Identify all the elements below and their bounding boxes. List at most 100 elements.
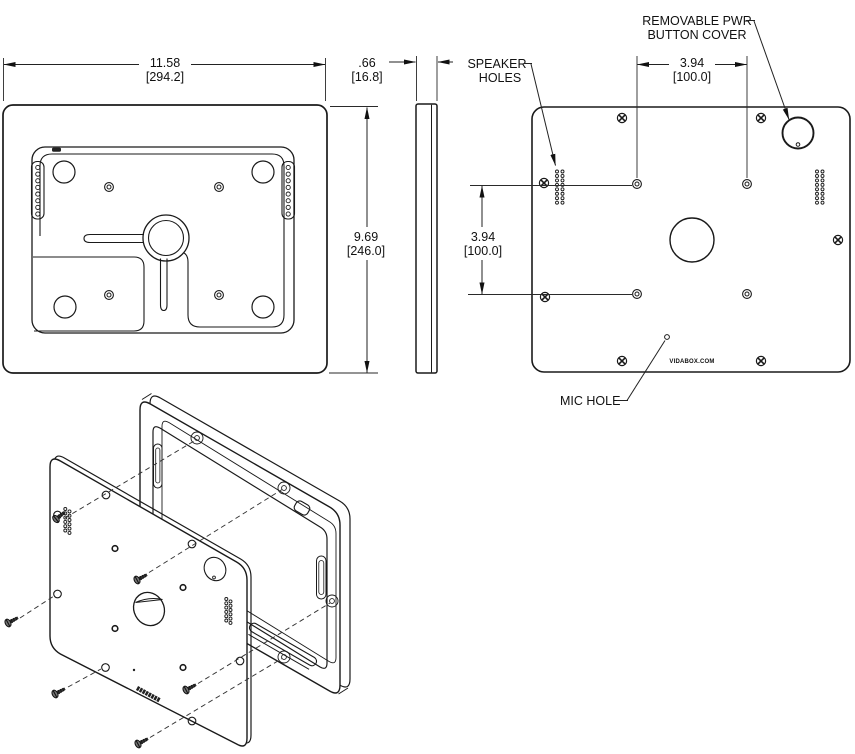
speaker-hole (820, 178, 825, 183)
speaker-hole (224, 605, 229, 610)
front-right-speaker-notch (281, 160, 296, 220)
leader-speaker-holes (530, 63, 556, 166)
speaker-hole (815, 182, 819, 187)
center-keyhole-ring (142, 214, 190, 262)
speaker-hole (285, 211, 291, 217)
label-pwr-cover-line2: BUTTON COVER (647, 28, 746, 42)
screw (133, 734, 151, 750)
dim-vesa-vertical-mm: [100.0] (464, 244, 502, 258)
speaker-hole (228, 603, 233, 608)
frame-corner-edge (141, 393, 152, 400)
speaker-hole (35, 198, 41, 204)
speaker-hole (63, 528, 68, 533)
plate-iso-face (49, 458, 248, 747)
dimension-text-bg (139, 52, 191, 86)
speaker-hole (560, 178, 565, 183)
horizontal-cable-slot (83, 233, 144, 244)
label-pwr-cover-line1: REMOVABLE PWR (642, 14, 752, 28)
speaker-hole (560, 169, 565, 174)
speaker-hole (815, 187, 819, 192)
plate-thickness-edge (53, 455, 252, 744)
speaker-hole (67, 526, 72, 531)
front-recess-outline-left (39, 153, 53, 236)
speaker-hole (35, 204, 41, 210)
frame-left-channel (153, 443, 163, 489)
speaker-hole (35, 171, 41, 177)
front-recess-outline-right (52, 153, 285, 328)
back-plate (531, 106, 851, 373)
dimensions-and-labels: 11.58 [294.2] .66 [16.8] 9.69 [246.0] 3.… (3, 14, 790, 408)
speaker-hole (35, 184, 41, 190)
speaker-hole (224, 614, 229, 619)
speaker-hole (560, 200, 565, 205)
speaker-hole (820, 191, 825, 196)
speaker-hole (555, 173, 559, 178)
leader-pwr-cover (753, 20, 790, 120)
speaker-hole (35, 211, 41, 217)
frame-screw-bosses (190, 431, 339, 664)
vesa-hole (632, 289, 642, 299)
speaker-hole (228, 616, 233, 621)
speaker-hole (560, 173, 565, 178)
dim-vesa-vertical-in: 3.94 (471, 230, 495, 244)
speaker-hole (555, 182, 559, 187)
speaker-hole (285, 191, 291, 197)
speaker-hole (285, 164, 291, 171)
plate-iso-center-hole-chord (135, 598, 163, 603)
center-hole (669, 217, 715, 263)
back-right-speaker-holes (815, 169, 825, 205)
plate-iso-left-speaker-holes (63, 507, 72, 535)
speaker-hole (820, 182, 825, 187)
dim-front-width-mm: [294.2] (146, 70, 184, 84)
speaker-hole (820, 169, 825, 174)
speaker-hole (820, 187, 825, 192)
frame-power-notch (293, 500, 311, 516)
vertical-cable-slot (159, 258, 168, 312)
back-view: VIDABOX.COM (531, 106, 851, 373)
plate-iso-center-hole (132, 591, 166, 627)
exploded-view (3, 393, 351, 750)
speaker-hole (228, 599, 233, 604)
speaker-hole (560, 196, 565, 201)
back-left-speaker-holes (555, 169, 565, 205)
speaker-hole (560, 187, 565, 192)
front-outer-frame (2, 104, 328, 374)
front-left-speaker-notch (30, 160, 45, 220)
plate-iso-brand-mark (135, 686, 162, 703)
front-view (2, 104, 328, 374)
plate-iso-right-speaker-holes (224, 597, 233, 625)
dim-thickness-in: .66 (358, 56, 375, 70)
corner-hole (251, 295, 275, 319)
label-speaker-holes-line1: SPEAKER (467, 57, 526, 71)
speaker-hole (815, 178, 819, 183)
dim-thickness-mm: [16.8] (351, 70, 382, 84)
speaker-hole (63, 519, 68, 524)
speaker-hole (67, 509, 72, 514)
dimension-text-bg (341, 227, 392, 260)
corner-hole (52, 160, 76, 184)
speaker-hole (285, 198, 291, 204)
front-left-speaker-holes (35, 164, 41, 217)
vesa-hole (742, 289, 752, 299)
security-screw (539, 291, 551, 303)
speaker-hole (35, 191, 41, 197)
dim-vesa-horizontal-mm: [100.0] (673, 70, 711, 84)
dim-front-width-in: 11.58 (150, 56, 180, 70)
speaker-hole (820, 196, 825, 201)
speaker-hole (224, 618, 229, 623)
front-top-slot-tab (52, 147, 61, 152)
vesa-hole (214, 290, 224, 300)
speaker-hole (228, 612, 233, 617)
speaker-hole (285, 184, 291, 190)
dimension-text-bg (669, 52, 715, 85)
front-back-plate (31, 146, 295, 334)
leader-mic-hole (626, 340, 666, 401)
security-screw (538, 177, 550, 189)
frame-left-channel-inner (155, 447, 161, 484)
vesa-hole (742, 179, 752, 189)
corner-hole (251, 160, 275, 184)
speaker-hole (555, 191, 559, 196)
speaker-hole (63, 515, 68, 520)
speaker-hole (35, 178, 41, 184)
vesa-hole (214, 182, 224, 192)
